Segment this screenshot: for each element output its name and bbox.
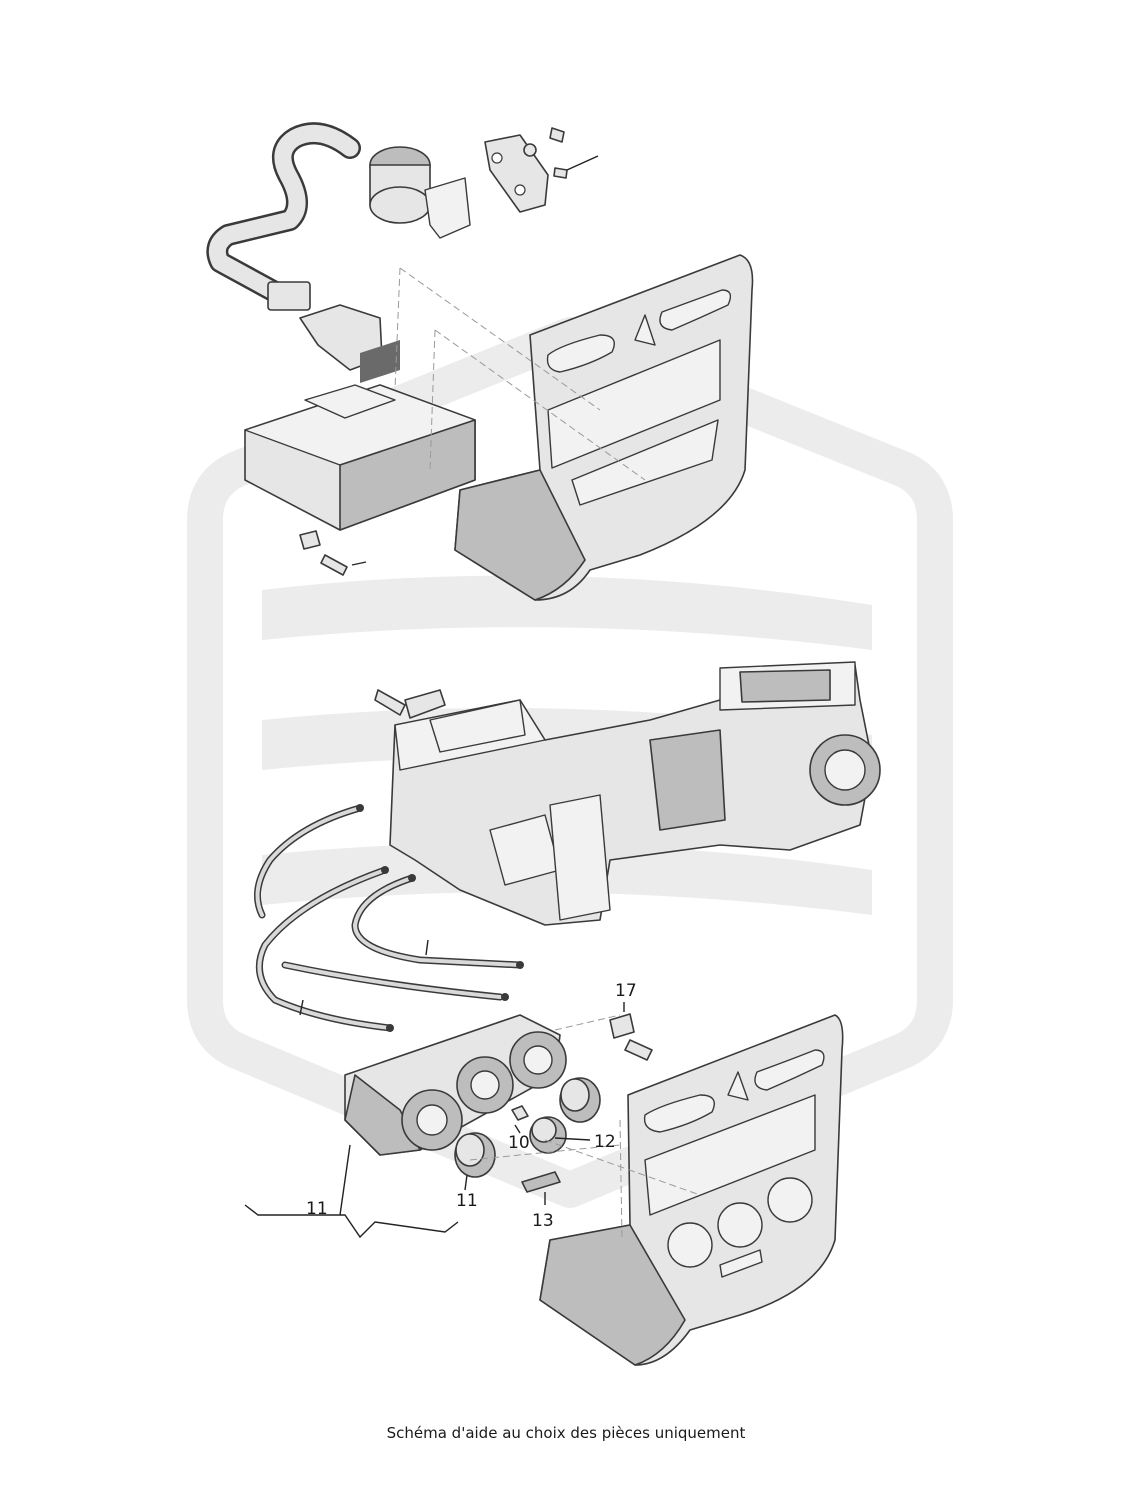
switch-cover [521, 1171, 561, 1193]
control-knob-left [454, 1132, 496, 1178]
alignment-lines-lower [469, 1014, 701, 1241]
temperature-sensor [369, 146, 471, 239]
dashboard-trim-panel-upper [454, 254, 754, 601]
callout-10: 10 [508, 1133, 530, 1153]
unit-screw [299, 530, 367, 576]
callout-11-knob: 11 [456, 1191, 478, 1211]
callout-17: 17 [615, 981, 637, 1001]
dashboard-trim-panel-lower [539, 1014, 844, 1366]
hose [206, 122, 361, 311]
heater-control-panel [344, 1013, 653, 1156]
heater-housing [374, 661, 881, 926]
callout-13: 13 [532, 1211, 554, 1231]
control-knob-center [529, 1116, 567, 1154]
control-cables [254, 804, 524, 1032]
control-knob-right [559, 1077, 601, 1123]
bulb [511, 1105, 529, 1121]
diagram-caption: Schéma d'aide au choix des pièces unique… [386, 1424, 746, 1442]
alignment-lines-upper [394, 267, 646, 481]
callout-12: 12 [594, 1132, 616, 1152]
callout-11-panel: 11 [306, 1199, 328, 1219]
callout-leaders [244, 1002, 625, 1239]
climate-control-unit [244, 340, 476, 531]
mounting-bracket [484, 127, 599, 213]
